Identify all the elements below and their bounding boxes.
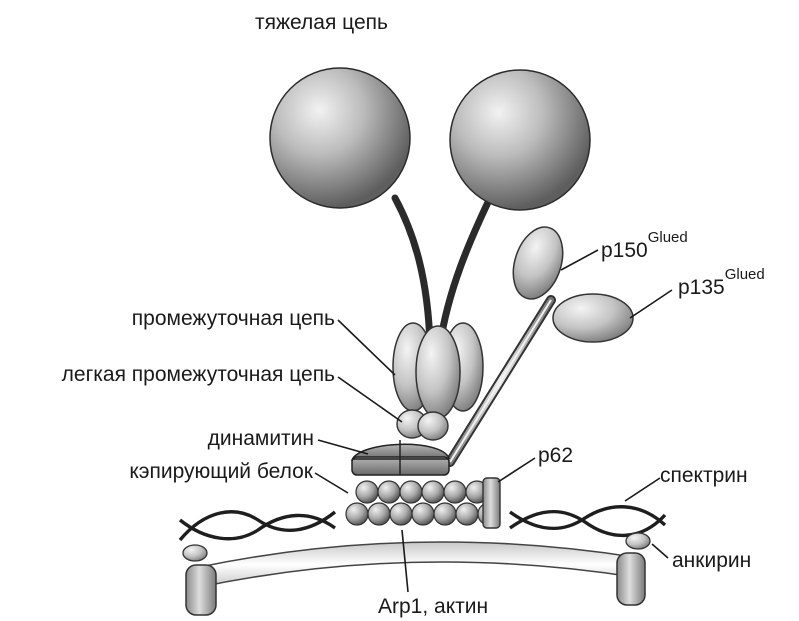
p150-label-main: p150 bbox=[601, 239, 648, 262]
light-intermediate-chain bbox=[397, 410, 448, 440]
arp1-actin-filament bbox=[346, 481, 500, 525]
actin-bead bbox=[422, 481, 444, 503]
actin-bead bbox=[400, 481, 422, 503]
heavy-chain-head-left bbox=[270, 68, 410, 208]
capping-protein-label: кэпирующий белок bbox=[129, 460, 313, 483]
arp1-actin-label: Arp1, актин bbox=[378, 595, 488, 618]
dynamitin bbox=[352, 440, 449, 475]
p135-label: p135Glued bbox=[678, 266, 765, 299]
actin-bead bbox=[356, 481, 378, 503]
ankyrin-label: анкирин bbox=[672, 549, 751, 572]
p135-head bbox=[553, 294, 633, 342]
p150-label-sup: Glued bbox=[648, 229, 688, 246]
ankyrin-anchor-right bbox=[617, 533, 650, 605]
dynamitin-label: динамитин bbox=[208, 427, 314, 450]
p62-label: p62 bbox=[538, 444, 573, 467]
p150-label: p150Glued bbox=[601, 229, 688, 262]
actin-bead bbox=[456, 503, 478, 525]
heavy-chain-label: тяжелая цепь bbox=[255, 11, 388, 34]
actin-bead bbox=[434, 503, 456, 525]
heavy-chain-head-right bbox=[450, 70, 590, 210]
actin-bead bbox=[378, 481, 400, 503]
p150-head bbox=[505, 221, 572, 306]
p62-block bbox=[483, 478, 500, 528]
p135-label-sup: Glued bbox=[725, 266, 765, 283]
actin-bead bbox=[368, 503, 390, 525]
actin-bead bbox=[412, 503, 434, 525]
ankyrin-anchor-left bbox=[183, 545, 216, 615]
light-intermediate-chain-label: легкая промежуточная цепь bbox=[62, 363, 335, 386]
p135-label-main: p135 bbox=[678, 276, 725, 299]
actin-bead bbox=[444, 481, 466, 503]
intermediate-chain bbox=[393, 323, 483, 418]
membrane bbox=[200, 542, 640, 587]
spectrin-label: спектрин bbox=[660, 464, 748, 487]
actin-bead bbox=[390, 503, 412, 525]
intermediate-chain-label: промежуточная цепь bbox=[132, 307, 335, 330]
actin-bead bbox=[346, 503, 368, 525]
